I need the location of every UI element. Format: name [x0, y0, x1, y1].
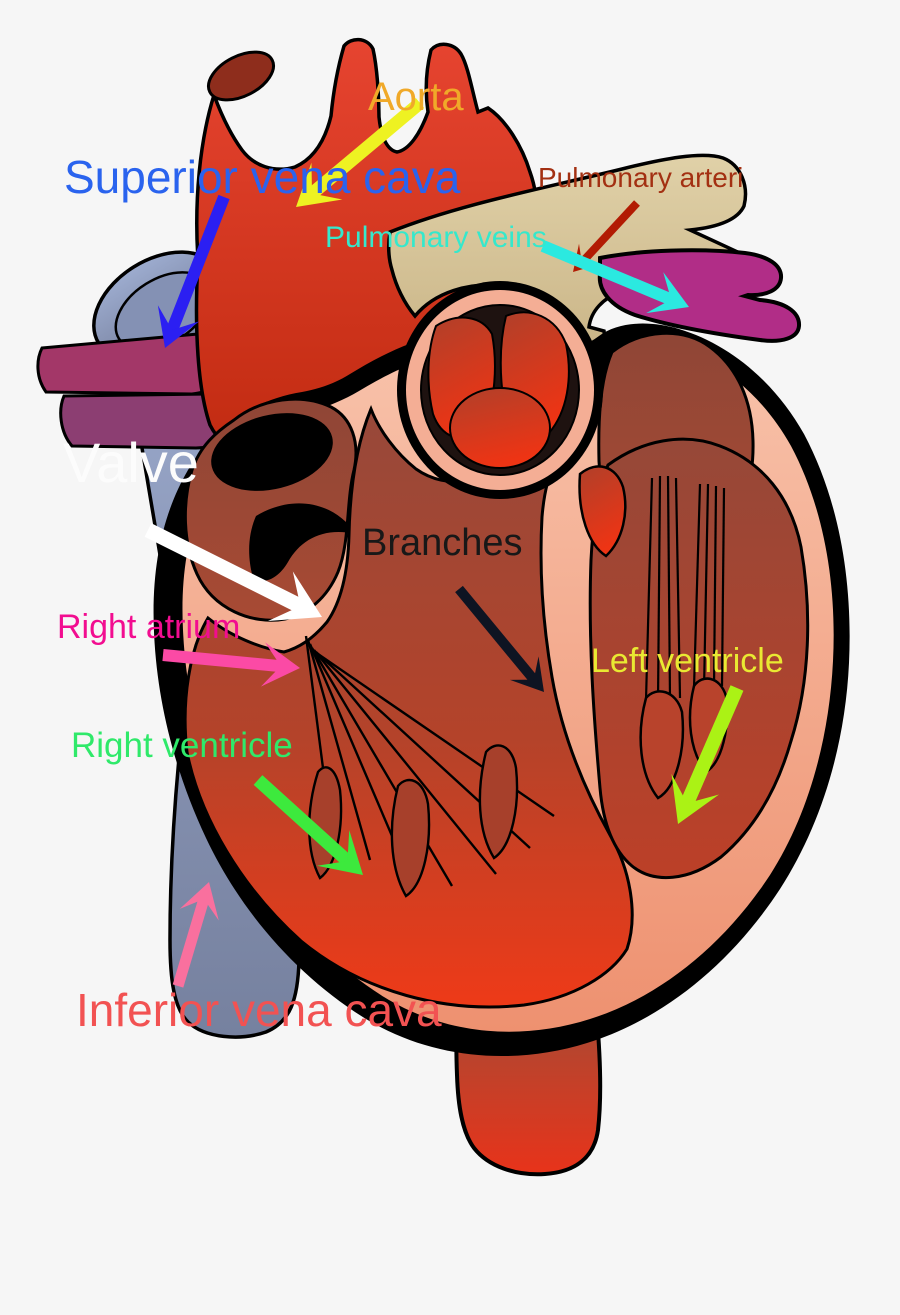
annotation-arrows [144, 98, 744, 988]
arrow-superior-vena-cava [157, 194, 230, 348]
papillary-finger-2 [390, 778, 431, 898]
arrow-pulmonary-veins [540, 240, 689, 314]
left-ventricle-chordae [644, 475, 726, 703]
arrow-branches [455, 585, 544, 692]
right-atrium-dark-area [211, 413, 333, 491]
arrow-left-ventricle [671, 685, 744, 824]
pulmonary-valve [397, 281, 603, 499]
right-atrium-valve-crescent [249, 503, 356, 581]
arrow-aorta [296, 98, 425, 207]
valve-leaflet-bottom [449, 387, 551, 469]
aorta-opening [207, 50, 275, 102]
pulmonary-veins-vessel [597, 248, 801, 343]
arrow-right-ventricle [253, 775, 363, 875]
papillary-finger-3 [478, 744, 519, 860]
arrow-inferior-vena-cava [172, 882, 219, 988]
aortic-root-blob [578, 465, 627, 558]
arrow-right-atrium [162, 642, 300, 687]
arrow-valve [144, 523, 322, 622]
